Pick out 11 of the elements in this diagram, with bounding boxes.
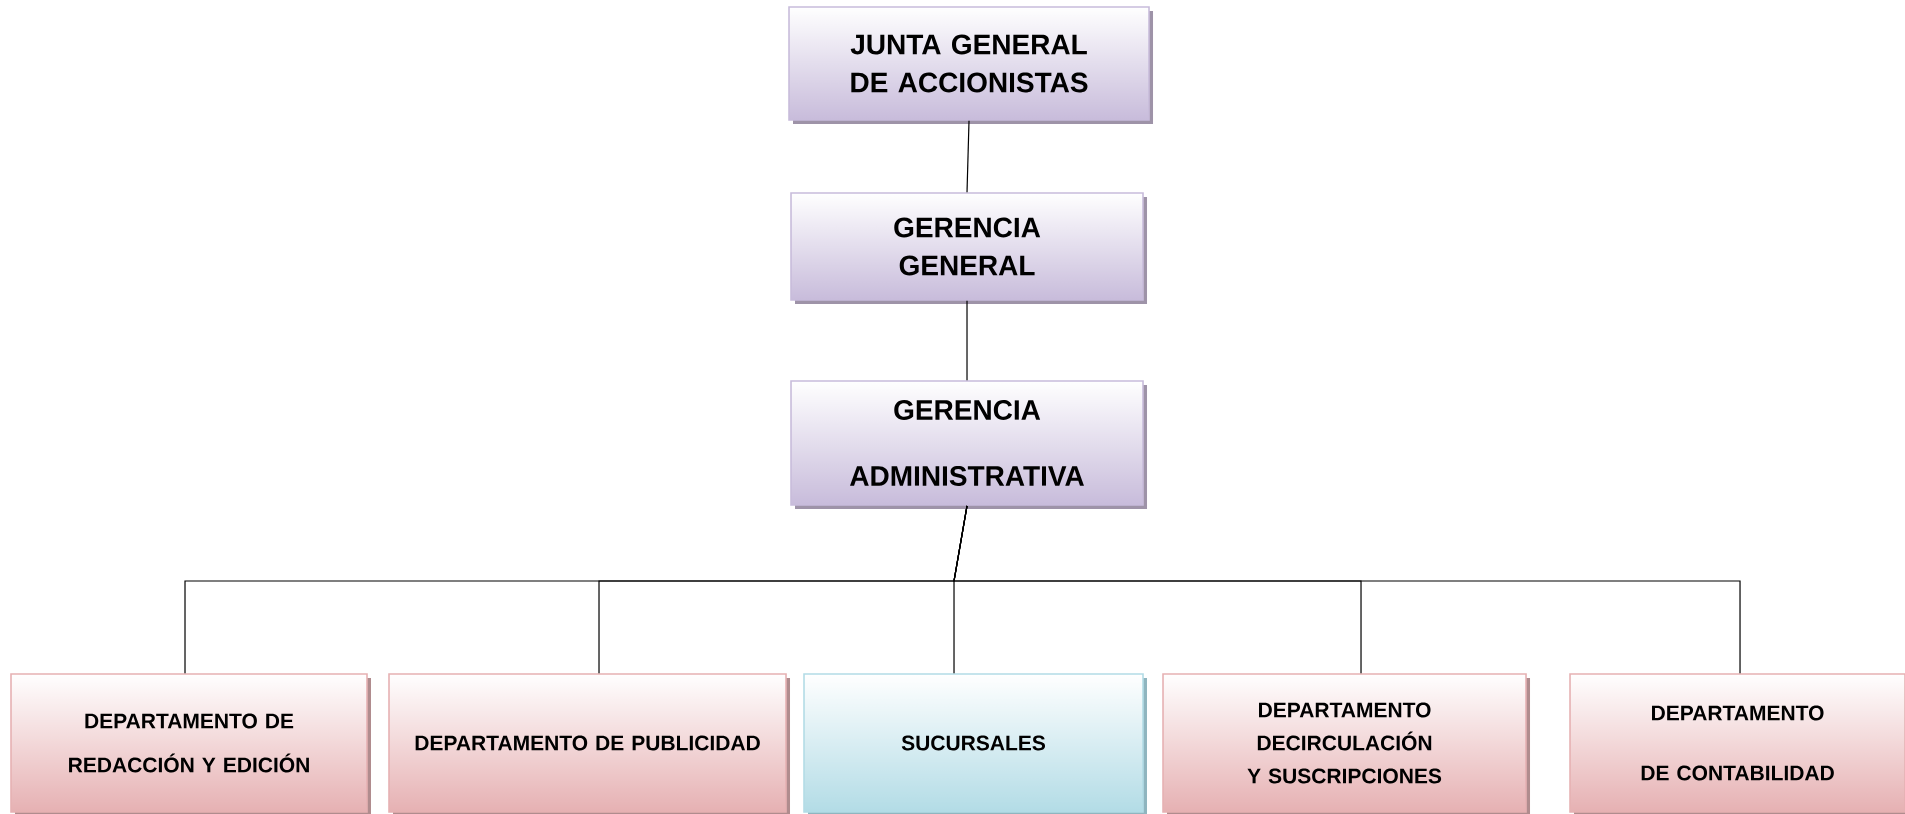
org-box: DEPARTAMENTO DE PUBLICIDAD xyxy=(388,673,790,814)
connector-line xyxy=(966,300,968,381)
org-box: GERENCIA ADMINISTRATIVA xyxy=(790,380,1147,509)
org-box: JUNTA GENERAL DE ACCIONISTAS xyxy=(788,6,1153,124)
org-box: DEPARTAMENTO DE REDACCIÓN Y EDICIÓN xyxy=(10,673,371,814)
org-box: DEPARTAMENTO DE CONTABILIDAD xyxy=(1569,673,1905,814)
connector-line xyxy=(953,505,1741,674)
org-box: GERENCIA GENERAL xyxy=(790,192,1147,304)
connector-line xyxy=(966,120,970,193)
org-box: SUCURSALES xyxy=(803,673,1147,814)
org-box: DEPARTAMENTO DECIRCULACIÓN Y SUSCRIPCIONES xyxy=(1162,673,1530,814)
